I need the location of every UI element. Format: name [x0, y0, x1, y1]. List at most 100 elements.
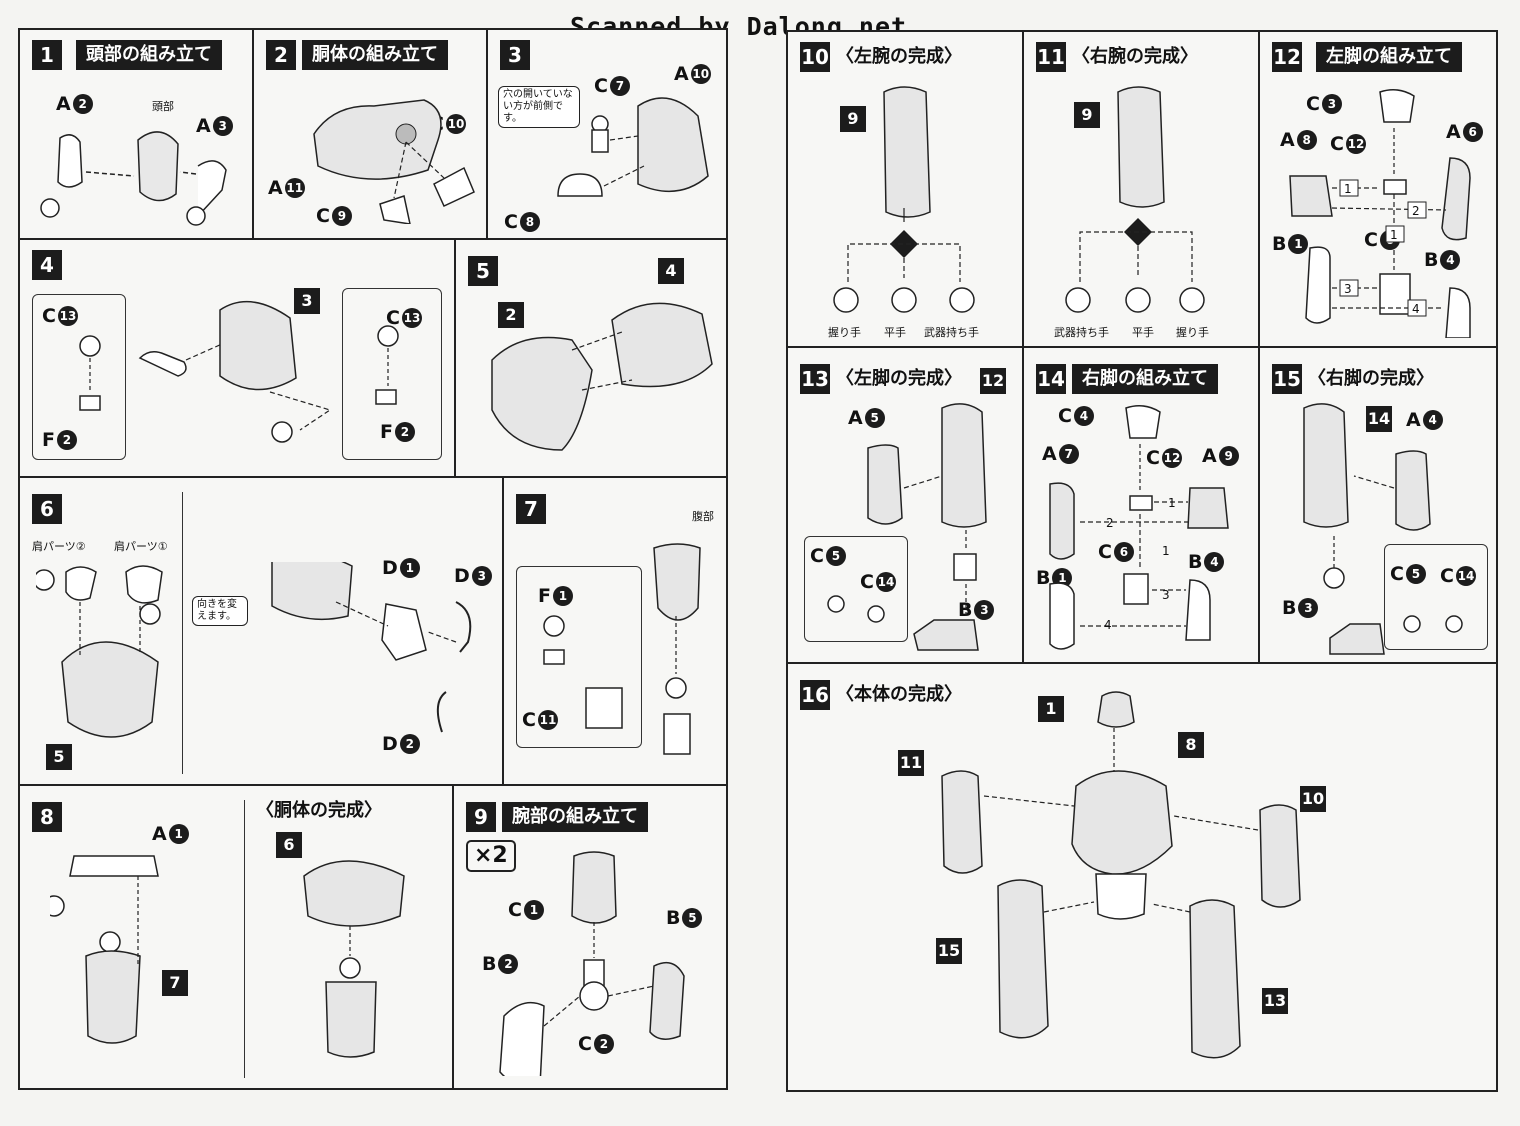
step-title: 頭部の組み立て: [76, 40, 222, 70]
hand-label: 握り手: [828, 326, 861, 339]
sequence-number: 1: [1168, 496, 1176, 510]
body-complete-drawing: [50, 855, 405, 1058]
step-number: 5: [468, 256, 498, 286]
step-title: 〈胴体の完成〉: [256, 800, 382, 821]
sequence-number: 3: [1344, 282, 1352, 296]
step-5-panel: 5 2 4: [454, 238, 728, 478]
left-leg-complete-drawing: [827, 403, 987, 651]
step-ref: 9: [1074, 102, 1100, 128]
step-number: 12: [1272, 42, 1302, 72]
abdomen-drawing: [543, 543, 701, 755]
head-assembly-drawing: [40, 131, 227, 226]
step-number: 16: [800, 680, 830, 710]
torso-assembly-drawing: [313, 99, 475, 224]
torso-combine-drawing: [491, 302, 713, 451]
part-name: 肩パーツ①: [114, 540, 168, 553]
step-title: 〈右脚の完成〉: [1308, 368, 1434, 389]
step-ref: 8: [1178, 732, 1204, 758]
part-name: 腹部: [692, 510, 714, 523]
step-title: 右脚の組み立て: [1072, 364, 1218, 394]
step-12-panel: 12 左脚の組み立て C3 A8 C12 A6 B1 C6 B4 1 2 1 3…: [1258, 30, 1498, 348]
sequence-number: 2: [1106, 516, 1114, 530]
step-number: 11: [1036, 42, 1066, 72]
divider: [244, 800, 245, 1078]
step-number: 9: [466, 802, 496, 832]
step-ref: 6: [276, 832, 302, 858]
orientation-note: 向きを変えます。: [192, 596, 248, 626]
hand-label: 握り手: [1176, 326, 1209, 339]
hand-label: 武器持ち手: [1054, 326, 1109, 339]
step-ref: 14: [1366, 406, 1392, 432]
step-number: 10: [800, 42, 830, 72]
right-arm-drawing: [1065, 86, 1205, 313]
step-ref: 12: [980, 368, 1006, 394]
step-number: 2: [266, 40, 296, 70]
step-ref: 1: [1038, 696, 1064, 722]
step-2-panel: 2 胴体の組み立て C10 A11 C9: [252, 28, 488, 240]
step-number: 4: [32, 250, 62, 280]
final-assembly-drawing: [941, 691, 1301, 1059]
sub-assembly-box: [1384, 544, 1488, 650]
sub-assembly-box: [516, 566, 642, 748]
step-ref: 3: [294, 288, 320, 314]
shoulder-backpack-drawing: [36, 562, 472, 738]
orientation-note: 穴の開いていない方が前側です。: [498, 86, 580, 128]
step-title: 胴体の組み立て: [302, 40, 448, 70]
sequence-number: 3: [1162, 588, 1170, 602]
step-number: 6: [32, 494, 62, 524]
step-title: 〈左腕の完成〉: [836, 46, 962, 67]
step-ref: 9: [840, 106, 866, 132]
step-title: 左脚の組み立て: [1316, 42, 1462, 72]
sub-assembly-box: [342, 288, 442, 460]
step-number: 14: [1036, 364, 1066, 394]
hand-label: 平手: [1132, 326, 1154, 339]
step-title: 〈右腕の完成〉: [1072, 46, 1198, 67]
step-ref: 5: [46, 744, 72, 770]
sequence-number: 4: [1104, 618, 1112, 632]
step-ref: 7: [162, 970, 188, 996]
step-ref: 10: [1300, 786, 1326, 812]
arm-assembly-drawing: [499, 851, 685, 1076]
step-number: 15: [1272, 364, 1302, 394]
sequence-number: 1: [1162, 544, 1170, 558]
step-10-panel: 10 〈左腕の完成〉 9 握り手 平手 武器持ち手: [786, 30, 1024, 348]
